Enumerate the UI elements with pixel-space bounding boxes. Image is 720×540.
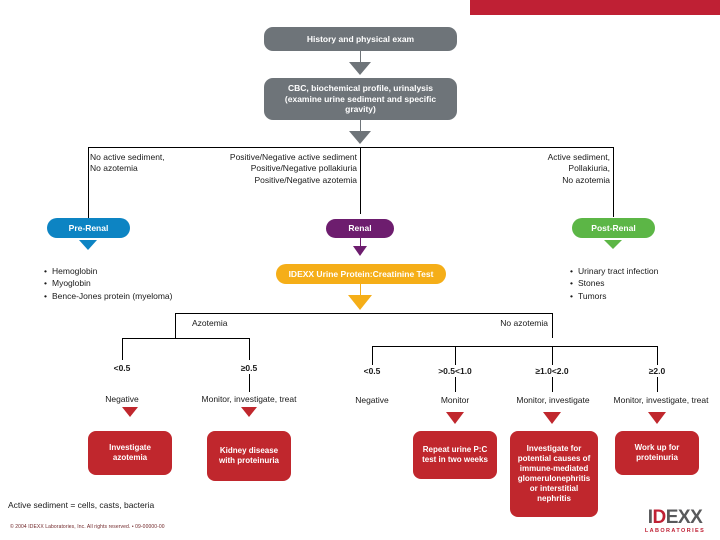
list-post-renal-causes: Urinary tract infection Stones Tumors — [570, 265, 720, 302]
box-cbc-biochemical-profile: CBC, biochemical profile, urinalysis (ex… — [264, 78, 457, 120]
list-item: Hemoglobin — [44, 265, 234, 278]
idexx-logo-i: I — [647, 507, 653, 528]
no-azotemia-stem-2 — [552, 377, 553, 392]
box-idexx-upc-test-label: IDEXX Urine Protein:Creatinine Test — [288, 268, 434, 279]
arrow-down-investigate-causes — [543, 412, 561, 424]
no-azotemia-value-1: >0.5<1.0 — [438, 366, 472, 376]
azotemia-branch-line-1 — [122, 338, 123, 360]
arrow-down-to-split — [349, 131, 371, 144]
box-work-up-proteinuria: Work up for proteinuria — [615, 431, 699, 475]
idexx-logo-exx: EXX — [665, 507, 703, 528]
arrow-down-investigate-azotemia — [122, 407, 138, 417]
azotemia-action-1: Monitor, investigate, treat — [201, 394, 297, 404]
results-split-bar — [175, 313, 553, 314]
no-azotemia-action-2: Monitor, investigate — [516, 395, 590, 405]
list-item: Bence-Jones protein (myeloma) — [44, 290, 234, 303]
box-repeat-upc-test: Repeat urine P:C test in two weeks — [413, 431, 497, 479]
split-drop-right — [613, 147, 614, 217]
split-horizontal-bar — [88, 147, 614, 148]
criteria-pre-renal: No active sediment, No azotemia — [90, 152, 165, 174]
no-azotemia-action-3: Monitor, investigate, treat — [613, 395, 709, 405]
azotemia-branch-line-2 — [249, 338, 250, 360]
box-kidney-disease-proteinuria-label: Kidney disease with proteinuria — [219, 446, 279, 465]
box-investigate-azotemia-label: Investigate azotemia — [109, 443, 151, 462]
arrow-down-pre-renal — [79, 240, 97, 250]
no-azotemia-branch-line-2 — [455, 346, 456, 365]
idexx-logo: IDEXX LABORATORIES — [636, 508, 714, 534]
box-investigate-azotemia: Investigate azotemia — [88, 431, 172, 475]
box-work-up-proteinuria-label: Work up for proteinuria — [634, 443, 680, 462]
no-azotemia-sub-bar — [372, 346, 657, 347]
no-azotemia-stem-3 — [657, 377, 658, 392]
arrow-down-work-up-proteinuria — [648, 412, 666, 424]
box-post-renal-label: Post-Renal — [591, 222, 636, 233]
top-red-banner — [470, 0, 720, 15]
box-history-physical-exam-label: History and physical exam — [306, 33, 415, 44]
box-cbc-biochemical-profile-label: CBC, biochemical profile, urinalysis (ex… — [284, 83, 437, 115]
idexx-logo-mark: IDEXX — [636, 508, 714, 527]
idexx-logo-d: D — [652, 507, 667, 528]
box-idexx-upc-test: IDEXX Urine Protein:Creatinine Test — [276, 264, 446, 284]
azotemia-value-0: <0.5 — [113, 363, 131, 373]
arrow-down-to-step2 — [349, 62, 371, 75]
arrow-down-post-renal — [604, 240, 622, 249]
no-azotemia-branch-line-3 — [552, 346, 553, 365]
criteria-post-renal: Active sediment, Pollakiuria, No azotemi… — [547, 152, 610, 185]
arrow-down-renal — [353, 246, 367, 256]
no-azotemia-action-1: Monitor — [440, 395, 470, 405]
criteria-renal: Positive/Negative active sediment Positi… — [229, 152, 357, 185]
box-pre-renal-label: Pre-Renal — [68, 222, 109, 233]
arrow-down-kidney-disease — [241, 407, 257, 417]
split-drop-center — [360, 147, 361, 214]
box-renal-label: Renal — [348, 223, 372, 234]
list-item: Stones — [570, 277, 720, 290]
list-pre-renal-causes: Hemoglobin Myoglobin Bence-Jones protein… — [44, 265, 234, 302]
results-drop-no-azotemia — [552, 313, 553, 338]
box-history-physical-exam: History and physical exam — [264, 27, 457, 51]
azotemia-stem-1 — [249, 374, 250, 392]
connector-step2-split — [360, 120, 361, 136]
split-drop-left — [88, 147, 89, 220]
connector-step1-step2 — [360, 51, 361, 67]
box-kidney-disease-proteinuria: Kidney disease with proteinuria — [207, 431, 291, 481]
azotemia-action-0: Negative — [105, 394, 139, 404]
connector-test-results — [360, 284, 361, 296]
list-item: Urinary tract infection — [570, 265, 720, 278]
azotemia-sub-bar — [122, 338, 249, 339]
box-post-renal: Post-Renal — [572, 218, 655, 238]
arrow-down-repeat-upc — [446, 412, 464, 424]
connector-renal-test — [360, 238, 361, 247]
label-no-azotemia: No azotemia — [500, 318, 548, 328]
results-drop-azotemia — [175, 313, 176, 338]
box-repeat-upc-test-label: Repeat urine P:C test in two weeks — [422, 445, 488, 464]
footnote-active-sediment: Active sediment = cells, casts, bacteria — [8, 500, 155, 510]
arrow-down-test — [348, 295, 372, 310]
idexx-logo-subtitle: LABORATORIES — [644, 528, 706, 534]
label-azotemia: Azotemia — [192, 318, 228, 328]
list-item: Tumors — [570, 290, 720, 303]
box-investigate-immune-causes: Investigate for potential causes of immu… — [510, 431, 598, 517]
list-item: Myoglobin — [44, 277, 234, 290]
no-azotemia-value-0: <0.5 — [363, 366, 381, 376]
box-renal: Renal — [326, 219, 394, 238]
no-azotemia-stem-1 — [455, 377, 456, 392]
copyright-line: © 2004 IDEXX Laboratories, Inc. All righ… — [10, 524, 165, 530]
box-investigate-immune-causes-label: Investigate for potential causes of immu… — [517, 444, 591, 503]
no-azotemia-branch-line-4 — [657, 346, 658, 365]
no-azotemia-action-0: Negative — [355, 395, 389, 405]
no-azotemia-value-2: ≥1.0<2.0 — [535, 366, 569, 376]
azotemia-value-1: ≥0.5 — [240, 363, 258, 373]
box-pre-renal: Pre-Renal — [47, 218, 130, 238]
no-azotemia-branch-line-1 — [372, 346, 373, 365]
no-azotemia-value-3: ≥2.0 — [648, 366, 666, 376]
